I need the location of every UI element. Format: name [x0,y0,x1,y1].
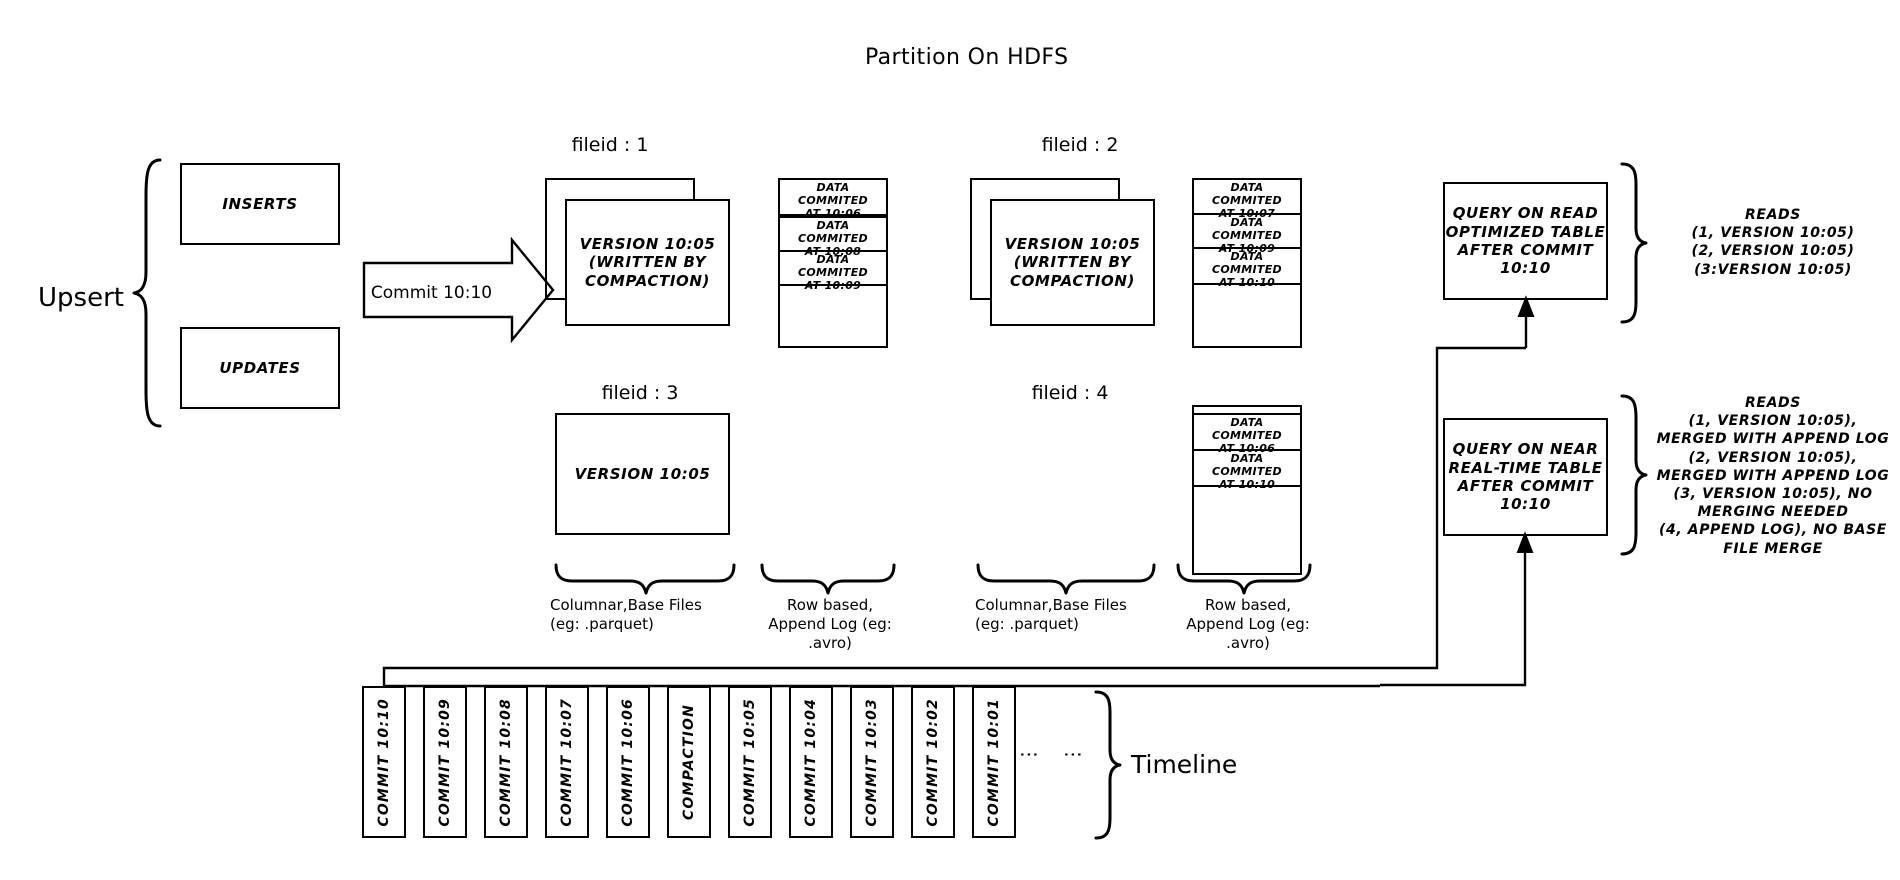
timeline-commit-label: COMMIT 10:03 [864,697,880,827]
fileid-1-base-file-front: VERSION 10:05 (WRITTEN BY COMPACTION) [565,199,730,326]
timeline-commit-box[interactable]: COMMIT 10:10 [362,686,406,838]
log-row: DATA COMMITED AT 10:06 [1194,415,1300,455]
fileid-2-base-file-front: VERSION 10:05 (WRITTEN BY COMPACTION) [990,199,1155,326]
fileid-4-log-file: DATA COMMITED AT 10:06 DATA COMMITED AT … [1192,405,1302,575]
brace-rowbased-left-icon [760,563,896,595]
timeline-commit-box[interactable]: COMMIT 10:02 [911,686,955,838]
query-read-optimized-box[interactable]: QUERY ON READ OPTIMIZED TABLE AFTER COMM… [1443,182,1608,300]
brace-reads-near-real-time-icon [1620,394,1648,556]
log-row: DATA COMMITED AT 10:09 [1194,215,1300,255]
fileid-2-label: fileid : 2 [1041,134,1119,156]
caption-columnar-right: Columnar,Base Files (eg: .parquet) [975,596,1127,633]
timeline-label: Timeline [1131,750,1238,779]
log-row: DATA COMMITED AT 10:09 [780,252,886,292]
timeline-commit-box[interactable]: COMPACTION [667,686,711,838]
timeline-commit-label: COMMIT 10:10 [376,697,392,827]
fileid-3-base-file: VERSION 10:05 [555,413,730,535]
brace-columnar-left-icon [554,563,736,595]
log-row: DATA COMMITED AT 10:10 [1194,451,1300,491]
timeline-commit-label: COMMIT 10:07 [559,697,575,827]
caption-columnar-left: Columnar,Base Files (eg: .parquet) [550,596,702,633]
inserts-box: INSERTS [180,163,340,245]
arrowhead-near-real-time-icon [1516,531,1534,553]
caption-rowbased-right: Row based, Append Log (eg: .avro) [1186,596,1310,652]
updates-label: UPDATES [219,358,301,377]
brace-reads-read-optimized-icon [1620,162,1648,324]
timeline-ellipsis-2: ⋮ [1062,745,1084,766]
arrowhead-read-optimized-icon [1517,295,1535,317]
connector-timeline-to-near-real-time [1380,550,1527,687]
timeline-commit-label: COMMIT 10:02 [925,697,941,827]
timeline-commit-box[interactable]: COMMIT 10:01 [972,686,1016,838]
reads-read-optimized: READS (1, VERSION 10:05) (2, VERSION 10:… [1691,207,1855,278]
log-row: DATA COMMITED AT 10:08 [780,216,886,258]
timeline-commit-box[interactable]: COMMIT 10:08 [484,686,528,838]
timeline-commit-box[interactable]: COMMIT 10:05 [728,686,772,838]
timeline-commit-box[interactable]: COMMIT 10:04 [789,686,833,838]
timeline-ellipsis-1: ⋮ [1018,745,1040,766]
timeline-commit-label: COMPACTION [681,703,697,821]
log-row-empty [1194,487,1300,571]
upsert-brace-icon [132,158,162,428]
timeline-commit-label: COMMIT 10:06 [620,697,636,827]
brace-timeline-icon [1094,690,1122,840]
inserts-label: INSERTS [222,194,298,213]
caption-rowbased-left: Row based, Append Log (eg: .avro) [768,596,892,652]
timeline-commit-box[interactable]: COMMIT 10:07 [545,686,589,838]
log-row: DATA COMMITED AT 10:10 [1194,249,1300,289]
timeline-commit-label: COMMIT 10:08 [498,697,514,827]
fileid-1-log-file: DATA COMMITED AT 10:06 DATA COMMITED AT … [778,178,888,348]
log-row-empty [1194,285,1300,342]
log-row-empty [780,286,886,342]
timeline-commit-box[interactable]: COMMIT 10:03 [850,686,894,838]
updates-box: UPDATES [180,327,340,409]
query-near-real-time-box[interactable]: QUERY ON NEAR REAL-TIME TABLE AFTER COMM… [1443,418,1608,536]
brace-columnar-right-icon [976,563,1156,595]
log-row: DATA COMMITED AT 10:06 [780,180,886,220]
timeline-commit-label: COMMIT 10:05 [742,697,758,827]
upsert-label: Upsert [38,283,124,313]
log-row: DATA COMMITED AT 10:07 [1194,180,1300,220]
fileid-4-label: fileid : 4 [1031,382,1109,404]
fileid-2-log-file: DATA COMMITED AT 10:07 DATA COMMITED AT … [1192,178,1302,348]
timeline-commit-box[interactable]: COMMIT 10:09 [423,686,467,838]
commit-arrow-label: Commit 10:10 [370,283,493,303]
reads-near-real-time: READS (1, VERSION 10:05), MERGED WITH AP… [1656,395,1890,557]
fileid-3-label: fileid : 3 [601,382,679,404]
page-title: Partition On HDFS [865,45,1069,70]
timeline-commit-label: COMMIT 10:09 [437,697,453,827]
timeline-commit-label: COMMIT 10:01 [986,697,1002,827]
timeline-commit-label: COMMIT 10:04 [803,697,819,827]
fileid-1-label: fileid : 1 [571,134,649,156]
log-row-empty [1194,407,1300,415]
timeline-commit-box[interactable]: COMMIT 10:06 [606,686,650,838]
